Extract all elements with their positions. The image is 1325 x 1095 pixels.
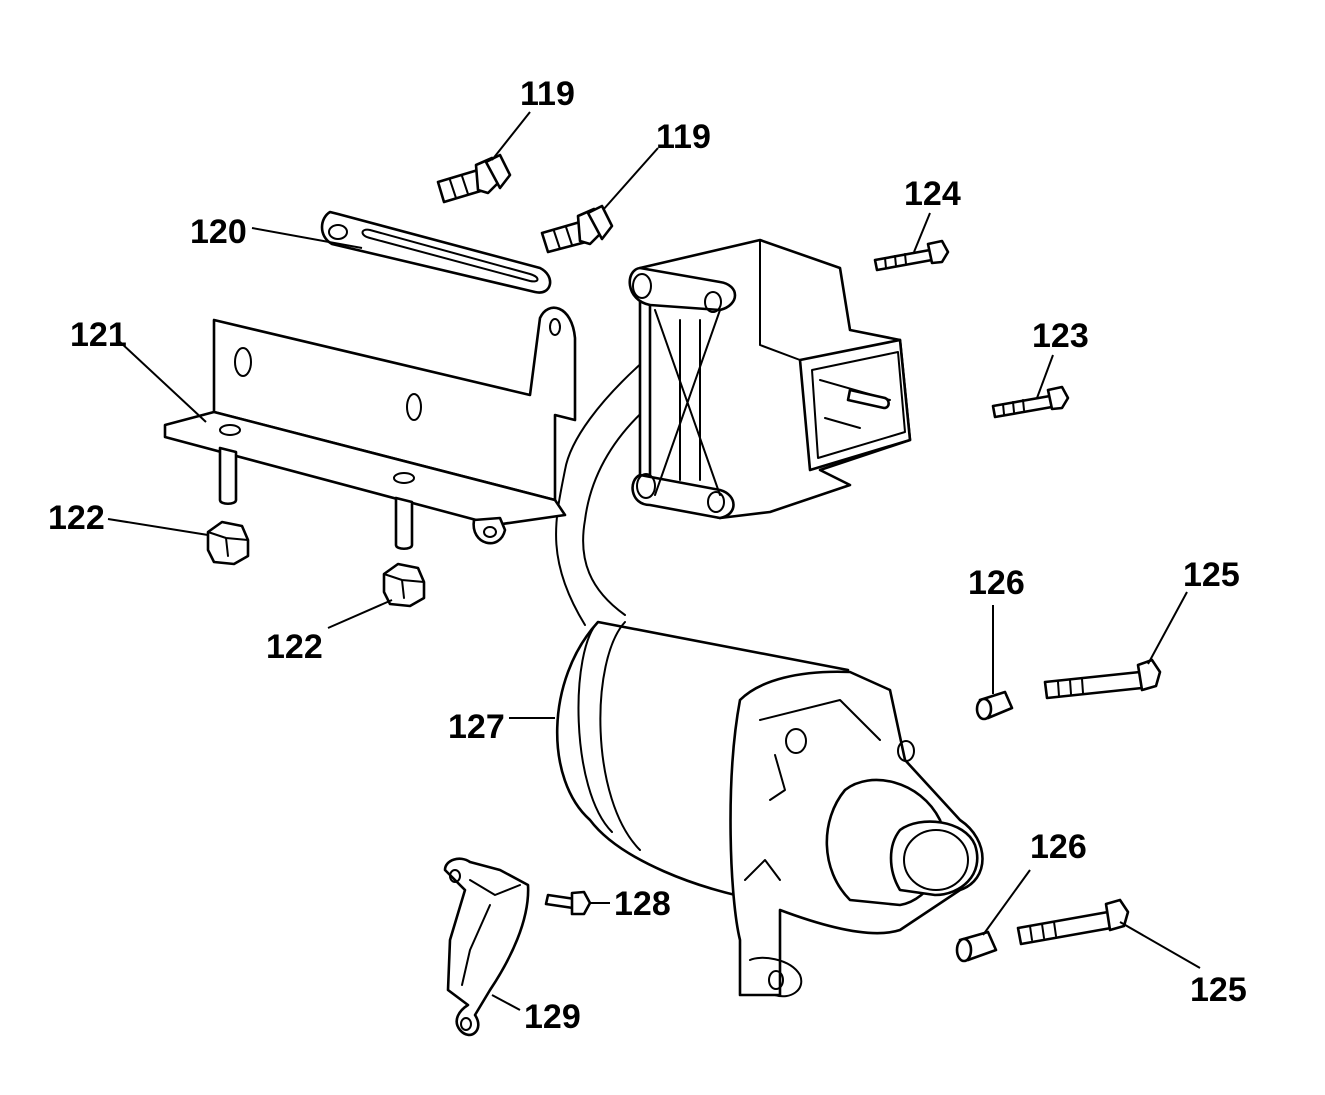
control-box — [628, 238, 912, 520]
bolt-119-a — [436, 153, 512, 204]
screw-128 — [544, 890, 592, 916]
bolt-119-b — [540, 204, 614, 254]
shield-129 — [443, 857, 530, 1037]
strap-120 — [320, 210, 552, 294]
callout-129: 129 — [524, 998, 581, 1036]
callout-128: 128 — [614, 885, 671, 923]
callout-122-a: 122 — [48, 499, 105, 537]
spacer-126-b — [955, 930, 998, 963]
bolt-125-b — [1016, 898, 1130, 946]
starter-motor-127 — [555, 620, 984, 998]
wire-harness — [555, 359, 651, 626]
callout-125-b: 125 — [1190, 971, 1247, 1009]
callout-123: 123 — [1032, 317, 1089, 355]
bolt-125-a — [1043, 658, 1162, 700]
callout-119-b: 119 — [656, 118, 711, 156]
callout-127: 127 — [448, 708, 505, 746]
callout-121: 121 — [70, 316, 127, 354]
spacer-126-a — [975, 690, 1014, 721]
leader-lines — [107, 111, 1201, 1011]
screw-123 — [991, 385, 1070, 419]
callout-119-a: 119 — [520, 75, 575, 113]
bracket-121 — [163, 306, 577, 551]
screw-124 — [873, 239, 950, 272]
callout-126-a: 126 — [968, 564, 1025, 602]
callout-126-b: 126 — [1030, 828, 1087, 866]
callout-122-b: 122 — [266, 628, 323, 666]
callout-124: 124 — [904, 175, 961, 213]
callout-125-a: 125 — [1183, 556, 1240, 594]
nut-122-b — [382, 562, 426, 608]
callout-120: 120 — [190, 213, 247, 251]
nut-122-a — [206, 520, 250, 566]
